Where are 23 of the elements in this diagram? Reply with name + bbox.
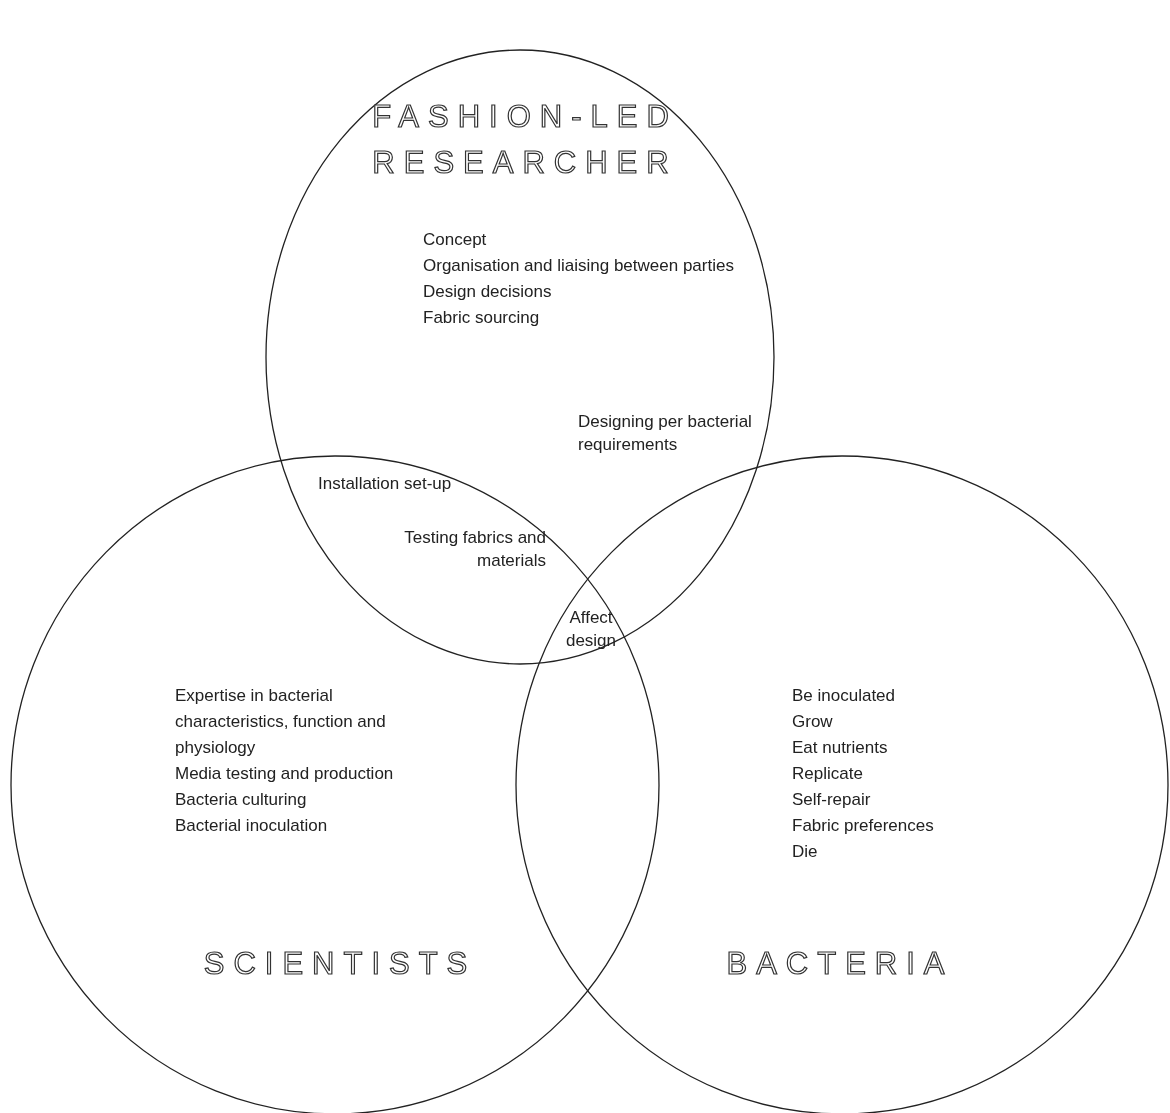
- list-item: Replicate: [792, 763, 863, 785]
- list-item: Eat nutrients: [792, 737, 888, 759]
- list-item: Fabric preferences: [792, 815, 934, 837]
- list-item: Organisation and liaising between parties: [423, 255, 734, 277]
- list-item: Expertise in bacterial characteristics, function and physiology: [175, 685, 387, 759]
- list-item: Be inoculated: [792, 685, 896, 707]
- overlap-label: Designing per bacterial requirements: [578, 411, 753, 456]
- circle-heading: SCIENTISTS: [202, 945, 478, 983]
- list-item: Grow: [792, 711, 833, 733]
- list-item: Design decisions: [423, 281, 552, 303]
- list-item: Bacteria culturing: [175, 789, 307, 811]
- list-item: Self-repair: [792, 789, 871, 811]
- list-item: Bacterial inoculation: [175, 815, 328, 837]
- overlap-label: Installation set-up: [318, 473, 453, 495]
- venn-circle: [265, 49, 775, 665]
- list-item: Die: [792, 841, 818, 863]
- circle-heading: FASHION-LED RESEARCHER: [371, 98, 679, 182]
- circle-heading: BACTERIA: [725, 945, 955, 983]
- list-item: Media testing and production: [175, 763, 394, 785]
- overlap-label: Affect design: [564, 607, 618, 652]
- overlap-label: Testing fabrics and materials: [403, 527, 546, 572]
- list-item: Fabric sourcing: [423, 307, 540, 329]
- list-item: Concept: [423, 229, 487, 251]
